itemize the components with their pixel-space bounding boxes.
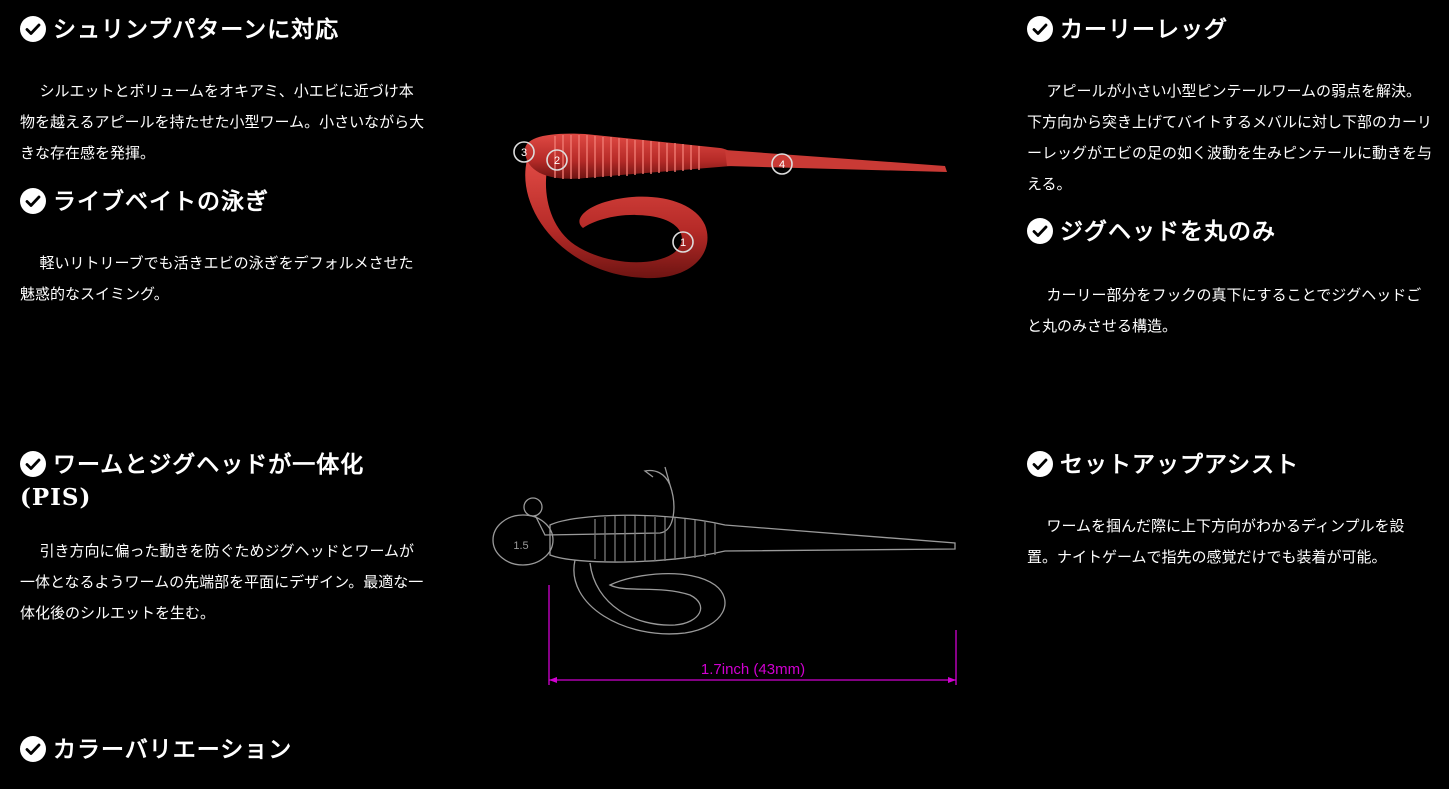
check-circle-icon (20, 736, 46, 762)
feature-shrimp-pattern: シュリンプパターンに対応 シルエットとボリュームをオキアミ、小エビに近づけ本物を… (20, 13, 425, 169)
feature-setup-assist: セットアップアシスト ワームを掴んだ際に上下方向がわかるディンプルを設置。ナイト… (1027, 448, 1432, 573)
feature-heading: セットアップアシスト (1027, 448, 1432, 481)
feature-live-bait-swim: ライブベイトの泳ぎ 軽いリトリーブでも活きエビの泳ぎをデフォルメさせた魅惑的なス… (20, 185, 425, 310)
dimension-illustration: 1.5 1.7inch (43mm) (492, 466, 957, 685)
check-circle-icon (1027, 218, 1053, 244)
feature-heading: カラーバリエーション (20, 733, 425, 766)
jighead-eye (523, 497, 543, 517)
marker-2: 2 (546, 149, 568, 171)
marker-1: 1 (672, 231, 694, 253)
hook-outline (534, 466, 675, 536)
feature-description: アピールが小さい小型ピンテールワームの弱点を解決。下方向から突き上げてバイトする… (1027, 82, 1433, 193)
feature-title: カラーバリエーション (53, 736, 293, 763)
feature-description: シルエットとボリュームをオキアミ、小エビに近づけ本物を越えるアピールを持たせた小… (20, 82, 425, 162)
feature-description: 軽いリトリーブでも活きエビの泳ぎをデフォルメさせた魅惑的なスイミング。 (20, 254, 414, 303)
marker-3: 3 (513, 141, 535, 163)
worm-ribs (554, 135, 700, 179)
worm-pin-tail (725, 150, 947, 172)
feature-title: ワームとジグヘッドが一体化(PIS) (20, 451, 365, 511)
feature-pis: ワームとジグヘッドが一体化(PIS) 引き方向に偏った動きを防ぐためジグヘッドと… (20, 448, 425, 629)
dimension-label: 1.7inch (43mm) (701, 661, 805, 678)
feature-whole-swallow: ジグヘッドを丸のみ カーリー部分をフックの真下にすることでジグヘッドごと丸のみさ… (1027, 215, 1432, 342)
feature-title: ジグヘッドを丸のみ (1060, 218, 1276, 245)
worm-illustration: 1 2 3 4 (513, 133, 947, 279)
feature-title: シュリンプパターンに対応 (53, 16, 340, 43)
check-circle-icon (1027, 451, 1053, 477)
check-circle-icon (1027, 16, 1053, 42)
svg-text:4: 4 (779, 159, 785, 171)
jighead-size-label: 1.5 (513, 540, 528, 552)
feature-heading: カーリーレッグ (1027, 13, 1432, 46)
check-circle-icon (20, 451, 46, 477)
marker-4: 4 (771, 153, 793, 175)
feature-heading: ワームとジグヘッドが一体化(PIS) (20, 448, 425, 514)
dimension-line (548, 585, 957, 685)
feature-title: ライブベイトの泳ぎ (53, 188, 269, 215)
feature-heading: ジグヘッドを丸のみ (1027, 215, 1432, 248)
feature-heading: ライブベイトの泳ぎ (20, 185, 425, 218)
check-circle-icon (20, 188, 46, 214)
svg-text:3: 3 (521, 147, 527, 159)
feature-description: 引き方向に偏った動きを防ぐためジグヘッドとワームが一体となるようワームの先端部を… (20, 542, 424, 622)
jighead-outline (492, 514, 554, 566)
feature-title: カーリーレッグ (1060, 16, 1228, 43)
worm-ribs-outline (594, 516, 716, 562)
feature-heading: シュリンプパターンに対応 (20, 13, 425, 46)
feature-description: カーリー部分をフックの真下にすることでジグヘッドごと丸のみさせる構造。 (1027, 286, 1422, 335)
svg-text:1: 1 (680, 237, 686, 249)
feature-title: セットアップアシスト (1060, 451, 1300, 478)
feature-color-variation: カラーバリエーション (20, 733, 425, 766)
svg-text:2: 2 (554, 155, 560, 167)
worm-body (525, 133, 734, 179)
worm-tail-outline (573, 559, 726, 635)
feature-curly-leg: カーリーレッグ アピールが小さい小型ピンテールワームの弱点を解決。下方向から突き… (1027, 13, 1432, 200)
worm-body-outline (549, 514, 956, 563)
check-circle-icon (20, 16, 46, 42)
worm-curly-tail (525, 160, 708, 279)
feature-description: ワームを掴んだ際に上下方向がわかるディンプルを設置。ナイトゲームで指先の感覚だけ… (1027, 517, 1405, 566)
